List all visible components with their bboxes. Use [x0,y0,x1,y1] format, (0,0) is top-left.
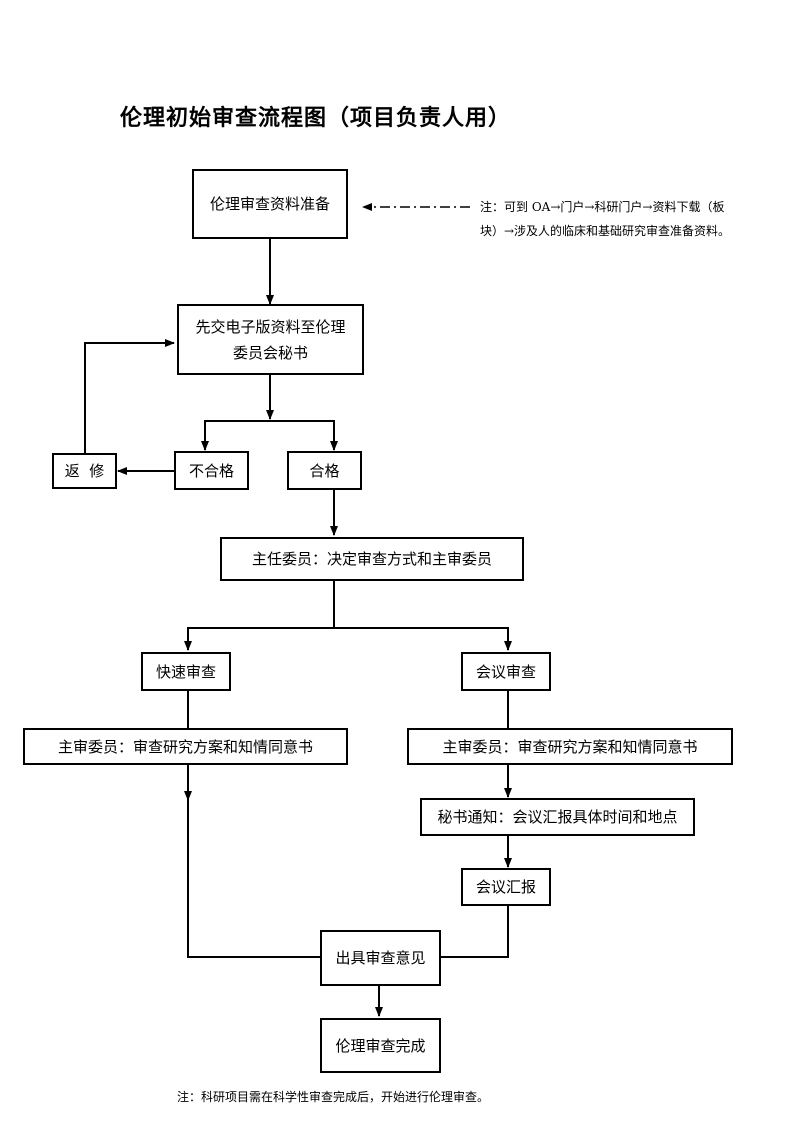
node-meeting-report: 会议汇报 [461,868,551,906]
side-note-line1: 注：可到 OA→门户→科研门户→资料下载（板 [480,200,725,214]
node-chair-label: 主任委员：决定审查方式和主审委员 [251,550,492,568]
node-complete-label: 伦理审查完成 [335,1036,426,1055]
node-submit-label-line2: 委员会秘书 [232,343,308,362]
node-prepare-label: 伦理审查资料准备 [209,195,330,213]
node-prepare: 伦理审查资料准备 [192,169,348,239]
node-fast-primary-label: 主审委员：审查研究方案和知情同意书 [57,737,313,756]
node-fast-review: 快速审查 [141,652,231,691]
connector-return-submit [84,339,175,453]
node-secretary-notice: 秘书通知：会议汇报具体时间和地点 [420,798,695,836]
node-pass-label: 合格 [309,461,340,480]
connector-report-opinion [441,905,509,958]
node-submit: 先交电子版资料至伦理 委员会秘书 [177,304,364,375]
node-meeting-review: 会议审查 [461,652,551,691]
connector-fast-opinion [187,800,320,958]
page-title: 伦理初始审查流程图（项目负责人用） [120,106,512,131]
node-return: 返 修 [52,453,117,489]
node-pass: 合格 [287,451,362,490]
node-fail: 不合格 [174,451,249,490]
node-opinion-label: 出具审查意见 [335,949,426,967]
side-note-line2: 块）→涉及人的临床和基础研究审查准备资料。 [480,224,731,238]
node-fast-primary: 主审委员：审查研究方案和知情同意书 [23,728,348,765]
node-fail-label: 不合格 [188,461,234,480]
connector-split-fast [184,627,334,651]
connector-split-meeting [334,627,512,651]
node-chair: 主任委员：决定审查方式和主审委员 [220,537,524,581]
node-fast-review-label: 快速审查 [155,662,216,681]
node-submit-label-line1: 先交电子版资料至伦理 [195,317,346,336]
note-pointer-arrowhead [362,203,372,211]
connector-split-fail [201,420,270,451]
side-note: 注：可到 OA→门户→科研门户→资料下载（板 块）→涉及人的临床和基础研究审查准… [480,195,780,243]
node-meeting-primary-label: 主审委员：审查研究方案和知情同意书 [442,737,698,756]
footer-note: 注：科研项目需在科学性审查完成后，开始进行伦理审查。 [177,1090,490,1104]
node-opinion: 出具审查意见 [320,930,441,986]
node-meeting-report-label: 会议汇报 [475,878,536,896]
node-secretary-notice-label: 秘书通知：会议汇报具体时间和地点 [437,808,678,826]
node-return-label: 返 修 [64,462,105,480]
connector-split-pass [270,420,338,451]
node-meeting-review-label: 会议审查 [475,662,536,681]
node-meeting-primary: 主审委员：审查研究方案和知情同意书 [407,728,733,765]
node-complete: 伦理审查完成 [320,1018,441,1073]
